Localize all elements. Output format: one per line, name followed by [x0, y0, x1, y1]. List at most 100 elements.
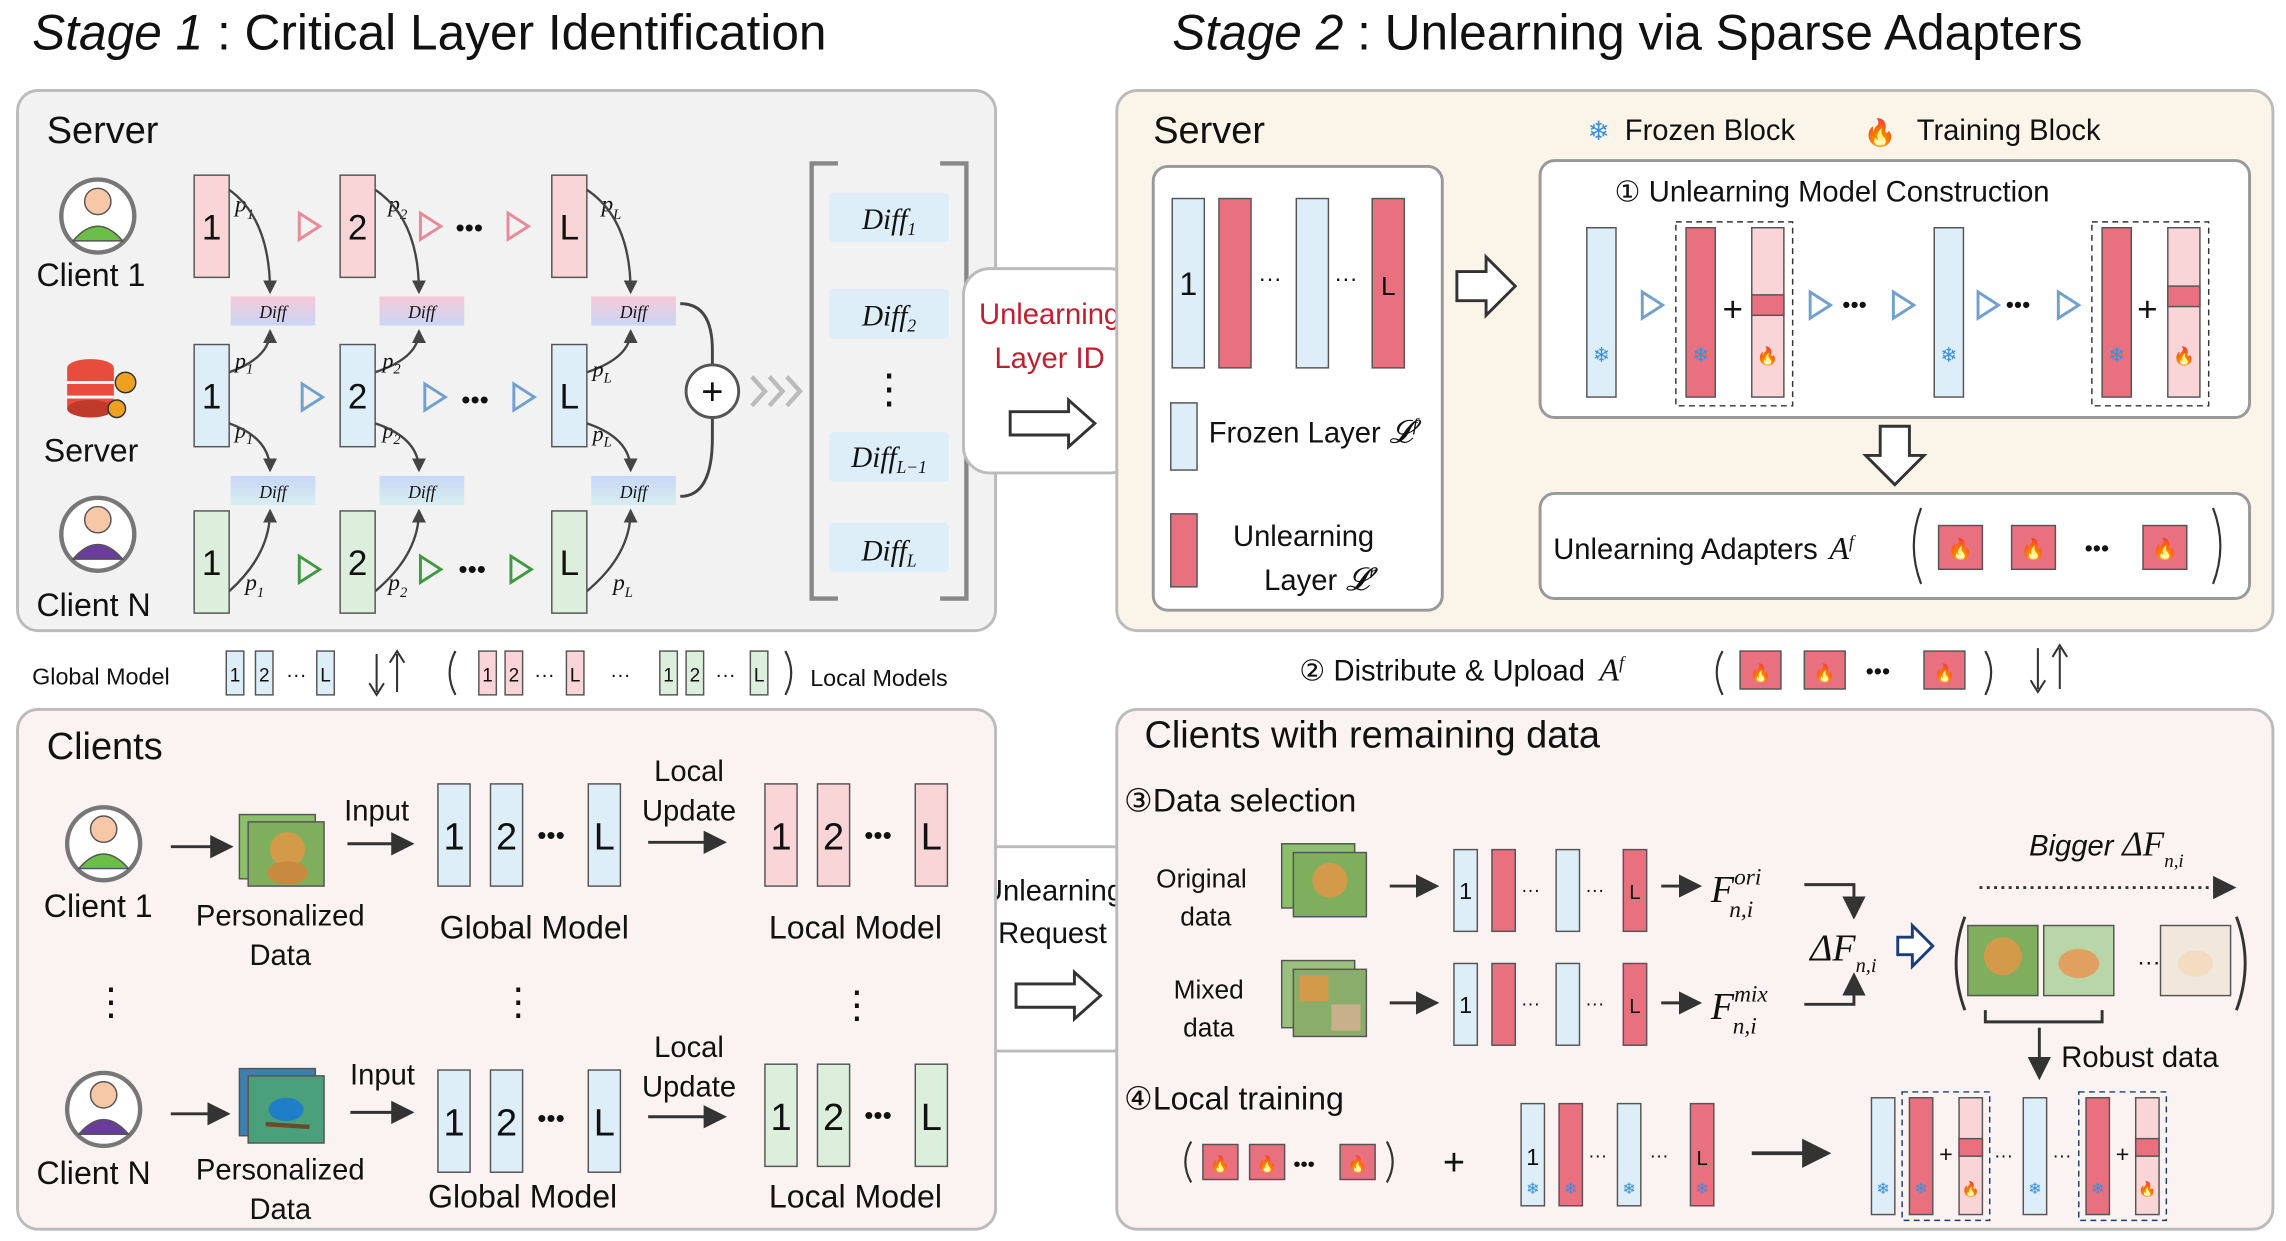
original-dog-photos-icon [1280, 843, 1368, 918]
svg-text:L: L [754, 666, 765, 687]
bird-photo-stack-icon [238, 1067, 325, 1144]
svg-text:•••: ••• [2006, 291, 2031, 317]
unlearning-layer-id-line1: Unlearning [979, 299, 1120, 331]
svg-text:L: L [1629, 882, 1640, 904]
unlearning-layer-swatch [1170, 513, 1198, 588]
local-update-n-line2: Update [642, 1071, 736, 1103]
local-models-close-paren [784, 650, 793, 696]
database-gear-icon [67, 359, 137, 419]
svg-text:···: ··· [1521, 994, 1540, 1015]
frozen-block-legend: Frozen Block [1625, 115, 1796, 147]
construction-layers: ❄ ❄ + 🔥 ••• ❄ ••• ❄ + 🔥 [1586, 221, 2210, 407]
clients-clientN-avatar-icon [64, 1070, 143, 1149]
svg-text:1: 1 [482, 666, 493, 687]
ranked-photos: ··· [1967, 924, 2232, 997]
svg-text:Diff: Diff [407, 482, 437, 502]
svg-text:🔥: 🔥 [1348, 1154, 1368, 1173]
personalized-data-n-line1: Personalized [196, 1155, 365, 1187]
personalized-data-n-line2: Data [249, 1194, 311, 1226]
model-construction-box [1538, 159, 2252, 419]
unlearning-layer-id-line2: Layer ID [994, 343, 1104, 375]
ori-to-delta-arrow [1804, 883, 1866, 920]
mini-local-model-1: 1 2 ··· L [478, 650, 585, 696]
svg-text:L: L [594, 1103, 615, 1145]
svg-text:···: ··· [1585, 994, 1604, 1015]
svg-text:···: ··· [1650, 1146, 1669, 1167]
server-icon-label: Server [44, 432, 139, 468]
svg-text:•••: ••• [1293, 1154, 1314, 1176]
svg-text:L: L [560, 378, 579, 417]
svg-text:Diff2: Diff2 [861, 301, 916, 336]
local-update-1-line1: Local [654, 756, 724, 788]
svg-text:1: 1 [443, 1103, 464, 1145]
local-training-adapters: 🔥 🔥 ••• 🔥 [1202, 1143, 1376, 1181]
local-models-caption: Local Models [810, 665, 948, 691]
clientN-diff-labels: Diff Diff Diff [230, 475, 676, 506]
svg-text:2: 2 [348, 208, 367, 247]
svg-text:Diff: Diff [407, 302, 437, 322]
frozen-layer-swatch [1170, 402, 1198, 471]
svg-text:···: ··· [1585, 880, 1604, 901]
svg-text:1: 1 [770, 1097, 791, 1139]
local-update-1-line2: Update [642, 795, 736, 827]
original-forward-layers: 1 ··· ··· L [1453, 848, 1648, 933]
hollow-right-arrow-icon [1008, 396, 1098, 450]
chevron-arrows-icon [750, 375, 803, 408]
svg-text:L: L [560, 208, 579, 247]
vdots: ⋮ [92, 982, 130, 1024]
svg-text:L: L [1629, 996, 1640, 1018]
global-model-1: 1 2 ••• L [437, 783, 622, 887]
svg-text:❄: ❄ [1692, 345, 1709, 367]
clients-remaining-title: Clients with remaining data [1144, 714, 1600, 756]
clientN-layers-row: 1 2 L ••• p1 p2 pL [193, 510, 633, 614]
svg-text:L: L [594, 817, 615, 859]
dog-photo-stack-icon [238, 813, 325, 887]
svg-text:•••: ••• [537, 1103, 565, 1133]
svg-text:•••: ••• [864, 1100, 892, 1130]
vdots: ⋮ [499, 982, 537, 1024]
svg-text:2: 2 [509, 666, 520, 687]
client1-diff-labels: Diff Diff Diff [230, 296, 676, 326]
step1-title: ① Unlearning Model Construction [1615, 176, 2050, 208]
svg-text:···: ··· [286, 665, 306, 687]
svg-text:🔥: 🔥 [1210, 1154, 1230, 1173]
unlearning-request-line1: Unlearning [982, 876, 1123, 908]
svg-text:1: 1 [1459, 992, 1472, 1018]
svg-text:···: ··· [2137, 948, 2160, 974]
sum-bracket [680, 302, 714, 498]
svg-text:❄: ❄ [2028, 1180, 2041, 1198]
mini-local-model-n: 1 2 ··· L [659, 650, 769, 696]
distribute-adapter-blocks: 🔥 🔥 ••• 🔥 [1739, 650, 1966, 690]
up-down-arrows-icon [368, 649, 406, 697]
hollow-right-arrow-icon [1455, 253, 1518, 319]
local-model-1: 1 2 ••• L [764, 783, 949, 887]
local-model-n: 1 2 ••• L [764, 1063, 949, 1168]
local-models-open-paren [448, 650, 457, 696]
svg-text:❄: ❄ [2108, 345, 2125, 367]
svg-text:❄: ❄ [1564, 1180, 1577, 1198]
personalized-data-1-line2: Data [249, 940, 311, 972]
svg-text:1: 1 [1526, 1144, 1539, 1170]
svg-text:🔥: 🔥 [2152, 537, 2177, 561]
up-down-arrows-icon [2029, 643, 2068, 694]
svg-text:❄: ❄ [2091, 1180, 2104, 1198]
mix-to-delta-arrow [1804, 972, 1866, 1006]
hollow-right-arrow-icon [1896, 921, 1935, 970]
clientN-label: Client N [36, 587, 150, 623]
global-model-label-1: Global Model [440, 910, 629, 946]
svg-text:···: ··· [2052, 1146, 2071, 1167]
robust-data-label: Robust data [2061, 1042, 2219, 1074]
clients-clientN-label: Client N [36, 1155, 150, 1191]
client1-avatar-icon [59, 177, 137, 255]
svg-text:🔥: 🔥 [2138, 1180, 2156, 1198]
svg-text:🔥: 🔥 [2173, 346, 2195, 366]
svg-text:🔥: 🔥 [1962, 1180, 1980, 1198]
svg-text:•••: ••• [458, 554, 486, 584]
svg-text:···: ··· [1258, 265, 1281, 291]
svg-text:❄: ❄ [1940, 345, 1957, 367]
adapter-blocks: 🔥 🔥 ••• 🔥 [1937, 524, 2188, 571]
